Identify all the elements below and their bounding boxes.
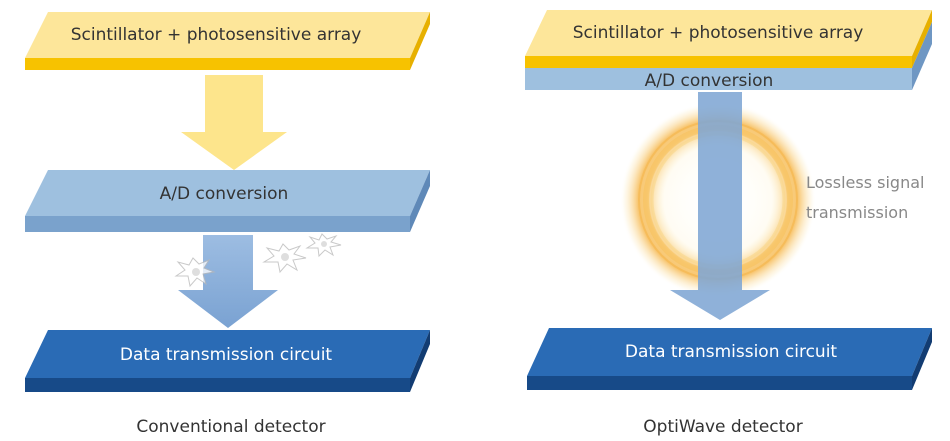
right-panel: Scintillator + photosensitive array A/D … <box>525 10 932 437</box>
left-circuit-layer: Data transmission circuit <box>25 330 430 392</box>
noise-burst-icon <box>262 243 307 274</box>
left-circuit-label: Data transmission circuit <box>120 345 333 365</box>
left-scintillator-layer: Scintillator + photosensitive array <box>25 12 430 70</box>
noise-burst-icon <box>305 233 342 258</box>
left-panel: Scintillator + photosensitive array A/D … <box>25 12 430 437</box>
right-scintillator-layer: Scintillator + photosensitive array <box>525 10 932 68</box>
right-ad-label: A/D conversion <box>645 71 774 91</box>
left-scintillator-label: Scintillator + photosensitive array <box>71 25 362 45</box>
right-blue-arrow <box>670 92 770 320</box>
left-ad-label: A/D conversion <box>160 184 289 204</box>
left-blue-arrow <box>178 235 278 328</box>
right-circuit-layer: Data transmission circuit <box>527 328 932 390</box>
noise-burst-icon <box>174 257 216 288</box>
left-ad-layer: A/D conversion <box>25 170 430 232</box>
left-yellow-arrow <box>181 75 287 170</box>
right-scintillator-label: Scintillator + photosensitive array <box>573 23 864 43</box>
right-circuit-label: Data transmission circuit <box>625 342 838 362</box>
left-caption: Conventional detector <box>136 417 325 437</box>
lossless-annotation-line2: transmission <box>806 203 908 222</box>
right-caption: OptiWave detector <box>643 417 802 437</box>
lossless-annotation-line1: Lossless signal <box>806 173 924 192</box>
right-ad-layer: A/D conversion <box>525 22 932 91</box>
